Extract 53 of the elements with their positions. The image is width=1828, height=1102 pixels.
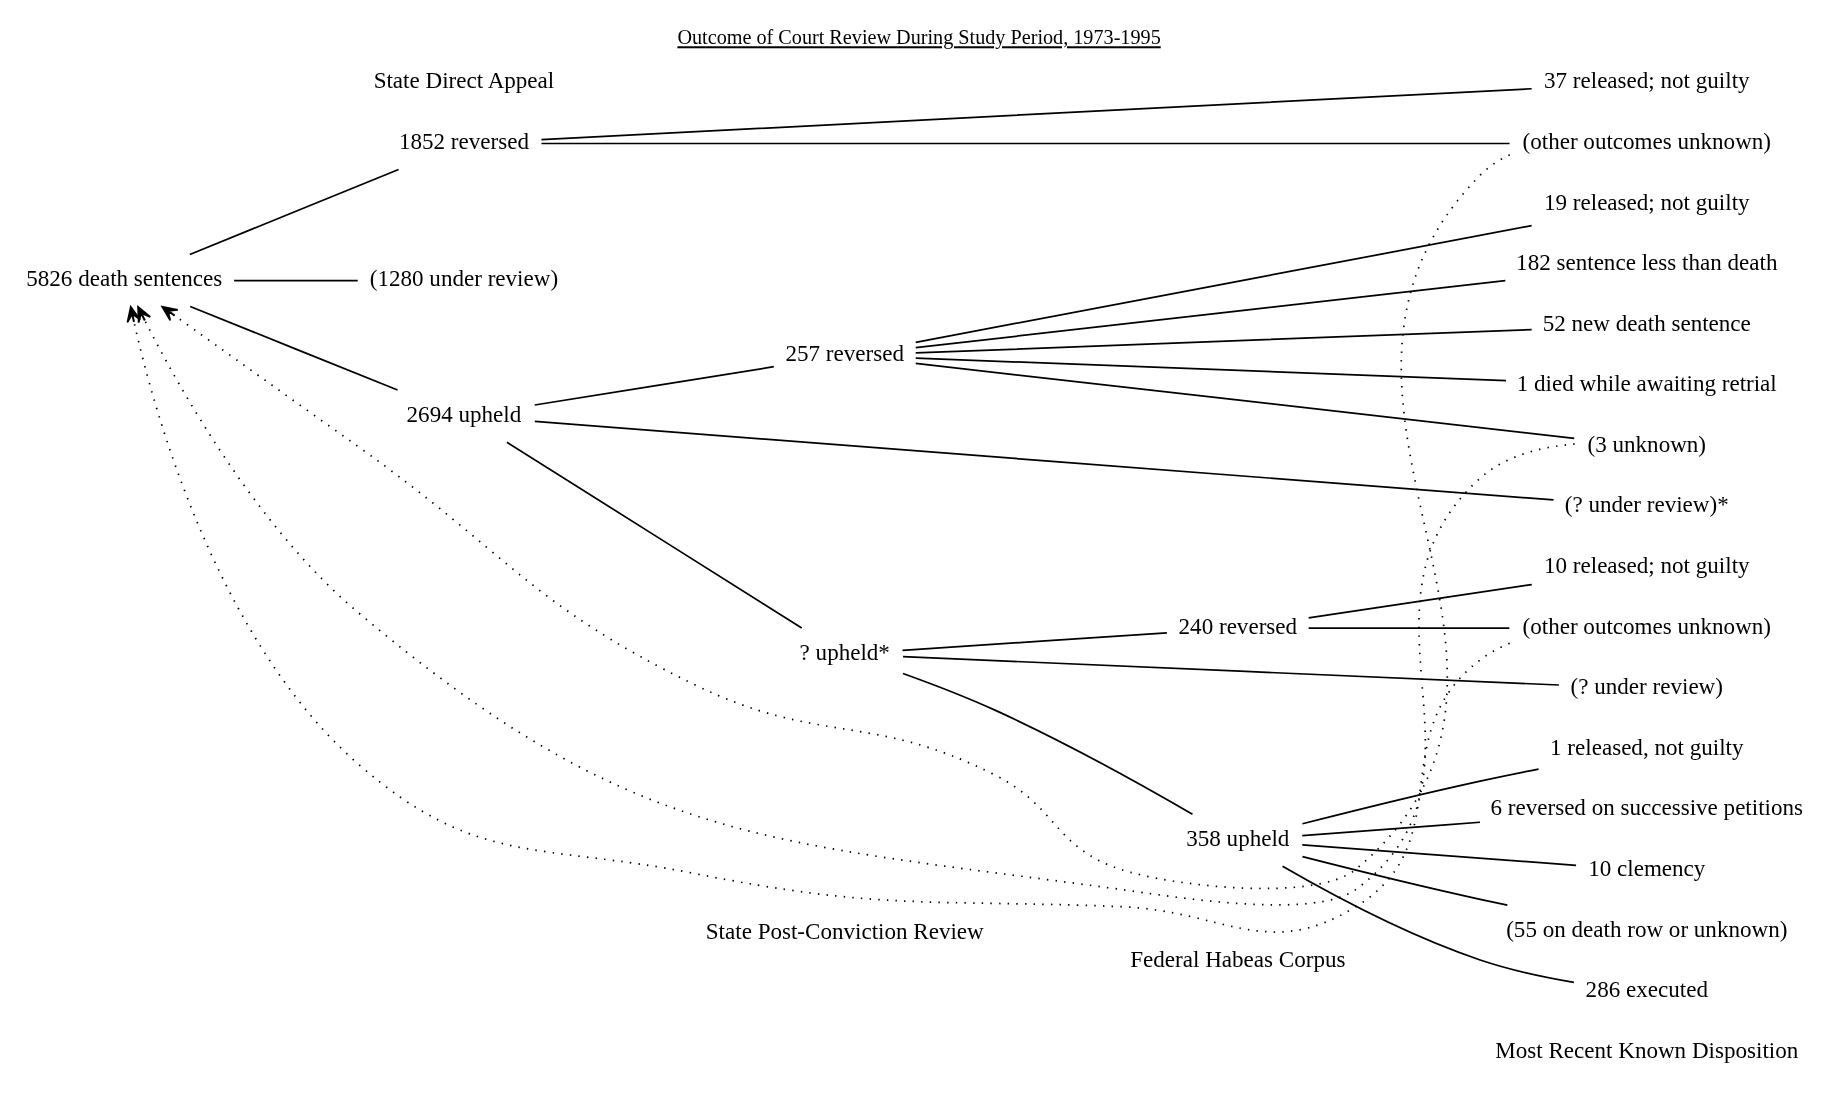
connector [914,279,1507,349]
connector [233,279,359,282]
connector [1301,844,1577,867]
node-text: 37 released; not guilty [1543,67,1750,94]
node-text: 10 released; not guilty [1543,552,1750,579]
label: Federal Habeas Corpus [1130,945,1346,972]
connector [1307,627,1511,630]
label: State Post-Conviction Review [705,918,984,945]
connector [1301,768,1540,825]
node-text: 257 reversed [785,340,904,367]
connector [914,357,1507,382]
node-text: 182 sentence less than death [1516,249,1778,276]
connector [902,672,1194,816]
node-text: 1 released, not guilty [1550,733,1744,760]
connector [533,365,775,406]
connector [914,224,1533,344]
arrow [161,153,1511,890]
diagram-title: Outcome of Court Review During Study Period, 1973-1995 [677,26,1161,49]
label: State Direct Appeal [373,67,555,94]
node-text: (? under review) [1570,673,1723,700]
node-text: 19 released; not guilty [1543,188,1750,215]
connector [188,168,400,256]
node-text: 286 executed [1585,976,1708,1003]
node-text: 2694 upheld [406,400,522,427]
connector [1301,821,1481,837]
connector [1281,865,1575,984]
connector [914,362,1576,440]
node-text: 240 reversed [1178,612,1298,639]
node-text: (1280 under review) [369,265,559,292]
node-text: 1 died while awaiting retrial [1516,370,1777,397]
connector [533,420,1555,501]
node-text: 358 upheld [1186,824,1290,851]
node-text: (3 unknown) [1587,430,1707,457]
node-text: 6 reversed on successive petitions [1490,794,1804,821]
connector [506,441,803,629]
node-text: 10 clemency [1588,854,1706,881]
label: Most Recent Known Disposition [1495,1036,1799,1063]
node-text: 52 new death sentence [1542,309,1751,336]
connector [540,87,1533,141]
node-text: 1852 reversed [398,127,529,154]
node-text: ? upheld* [799,638,890,665]
connector [540,142,1511,145]
connector [914,328,1533,354]
connector [901,631,1168,652]
node-text: (55 on death row or unknown) [1506,915,1788,942]
node-text: 5826 death sentences [26,265,223,292]
connector [1307,583,1533,619]
connector [189,305,399,391]
node-text: (? under review)* [1564,491,1729,518]
connector [902,655,1560,686]
node-text: (other outcomes unknown) [1522,612,1772,639]
connector [1301,855,1509,906]
node-text: (other outcomes unknown) [1522,127,1772,154]
